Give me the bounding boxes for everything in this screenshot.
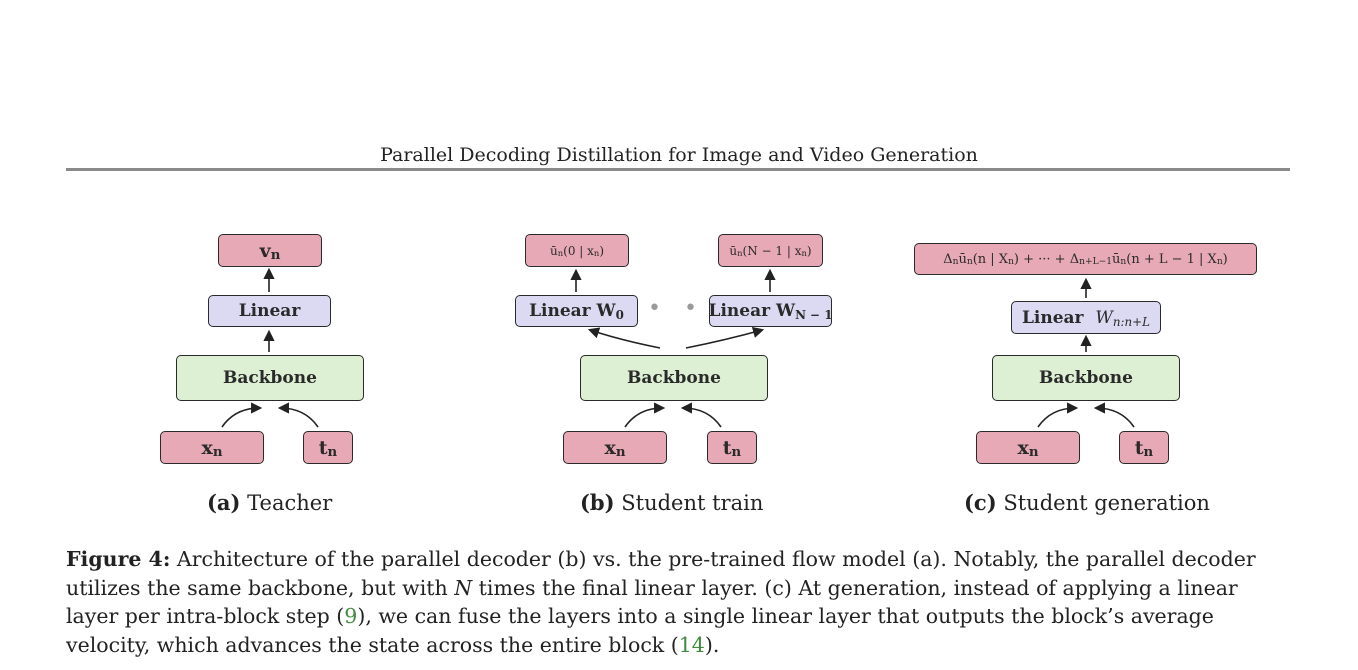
student-output-last-u: ū <box>729 243 738 258</box>
student-input-t-subscript: n <box>731 444 742 460</box>
arrow-x-to-backbone-c <box>1037 402 1079 428</box>
generation-output-part1-sub: n <box>952 257 959 268</box>
generation-linear-label: Linear <box>1021 307 1084 328</box>
generation-output-part2: ū <box>958 251 967 267</box>
teacher-backbone-box: Backbone <box>176 355 364 401</box>
equation-ref-9[interactable]: 9 <box>344 604 358 628</box>
arrow-t-to-backbone-b <box>680 402 722 428</box>
subcaption-b: (b) Student train <box>580 490 763 515</box>
figure-caption-label: Figure 4: <box>66 547 171 571</box>
teacher-input-x-label: x <box>201 436 213 459</box>
teacher-input-x-subscript: n <box>212 444 223 460</box>
generation-output-part1: Δ <box>943 251 953 267</box>
teacher-linear-label: Linear <box>238 301 301 321</box>
subcaption-c-label: (c) <box>964 490 997 515</box>
teacher-backbone-label: Backbone <box>223 368 317 388</box>
generation-output-part4: ) + ··· + Δ <box>1013 251 1080 267</box>
teacher-input-t-label: t <box>318 436 328 459</box>
generation-output-part6: (n + L − 1 | X <box>1126 251 1217 267</box>
student-output-first-args: (0 | x <box>563 243 594 258</box>
arrow-t-to-backbone-a <box>277 402 319 428</box>
student-output-first-u: ū <box>550 243 558 258</box>
teacher-linear-box: Linear <box>208 295 331 327</box>
figure-caption-text1: Architecture of the parallel decoder (b)… <box>66 547 1256 600</box>
figure-caption-n-symbol: N <box>454 575 473 600</box>
subcaption-a-text: Teacher <box>247 491 333 515</box>
student-output-first-close: ) <box>599 243 604 258</box>
arrow-t-to-backbone-c <box>1093 402 1135 428</box>
generation-linear-w: W <box>1095 307 1113 328</box>
student-output-last-close: ) <box>806 243 812 258</box>
teacher-output-subscript: n <box>270 247 281 263</box>
figure-caption: Figure 4: Architecture of the parallel d… <box>66 545 1294 659</box>
generation-output-part3: (n | X <box>972 251 1009 267</box>
student-output-first-args-sub: n <box>593 248 600 259</box>
generation-input-t-label: t <box>1134 436 1144 459</box>
student-linear-first-label: Linear W <box>529 301 616 321</box>
generation-backbone-label: Backbone <box>1039 368 1133 388</box>
subcaption-c: (c) Student generation <box>964 490 1210 515</box>
subcaption-a: (a) Teacher <box>207 490 332 515</box>
teacher-input-t-subscript: n <box>327 444 338 460</box>
student-input-x-subscript: n <box>615 444 626 460</box>
student-input-x-label: x <box>604 436 616 459</box>
arrow-x-to-backbone-b <box>624 402 666 428</box>
subcaption-a-label: (a) <box>207 490 241 515</box>
arrow-backbone-to-linear-last-b <box>685 327 765 349</box>
student-backbone-box: Backbone <box>580 355 768 401</box>
student-input-t-label: t <box>722 436 732 459</box>
generation-output-part7: ) <box>1222 251 1228 267</box>
generation-output-part3-sub: n <box>1008 257 1014 268</box>
generation-input-t-subscript: n <box>1143 444 1154 460</box>
figure-caption-text4: ). <box>704 632 720 657</box>
equation-ref-14[interactable]: 14 <box>678 632 705 657</box>
generation-input-x-subscript: n <box>1028 444 1039 460</box>
generation-backbone-box: Backbone <box>992 355 1180 401</box>
arrow-backbone-to-linear-first-b <box>587 327 661 349</box>
student-linear-last-subscript: N − 1 <box>795 308 833 323</box>
generation-linear-w-subscript: n:n+L <box>1112 314 1151 329</box>
generation-output-part5-sub: n <box>1120 257 1127 268</box>
subcaption-b-label: (b) <box>580 490 615 515</box>
generation-output-part2-sub: n <box>966 257 973 268</box>
running-header: Parallel Decoding Distillation for Image… <box>380 144 978 166</box>
figure-caption-text3: ), we can fuse the layers into a single … <box>66 604 1214 657</box>
figure-caption-text2: times the final linear layer. (c) At gen… <box>66 575 1238 629</box>
student-output-last-u-sub: n <box>737 248 743 259</box>
student-linear-first-subscript: 0 <box>615 308 624 323</box>
generation-output-part5: ū <box>1112 251 1121 267</box>
subcaption-c-text: Student generation <box>1003 491 1210 515</box>
student-output-last-args: (N − 1 | x <box>742 243 802 258</box>
student-linear-last-label: Linear W <box>708 301 796 321</box>
header-rule <box>66 168 1290 171</box>
student-backbone-label: Backbone <box>627 368 721 388</box>
arrow-x-to-backbone-a <box>221 402 263 428</box>
teacher-output-label: v <box>259 239 271 262</box>
generation-input-x-label: x <box>1017 436 1029 459</box>
generation-output-part6-sub: n <box>1216 257 1223 268</box>
generation-output-part4-sub: n+L−1 <box>1079 257 1113 268</box>
student-output-last-args-sub: n <box>801 248 807 259</box>
subcaption-b-text: Student train <box>621 491 764 515</box>
student-output-first-u-sub: n <box>557 248 564 259</box>
